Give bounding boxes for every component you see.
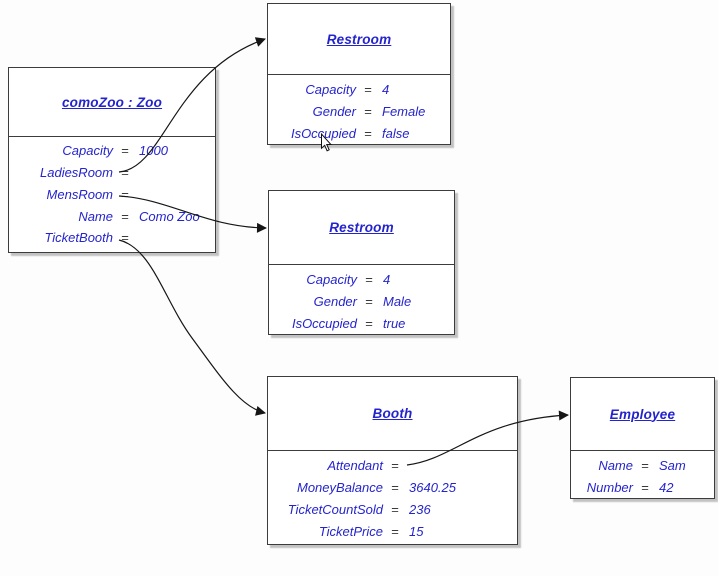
equals-sign: = [391, 479, 399, 495]
attributes-section: Attendant = MoneyBalance = 3640.25 Ticke… [268, 450, 517, 544]
attr-row-ticketcountsold: TicketCountSold = 236 [268, 498, 517, 520]
equals-sign: = [365, 271, 373, 287]
attr-row-capacity: Capacity = 4 [268, 78, 450, 100]
attr-name: LadiesRoom [40, 165, 113, 181]
attributes-section: Name = Sam Number = 42 [571, 450, 714, 498]
equals-sign: = [121, 208, 129, 224]
attr-row-capacity: Capacity = 4 [269, 268, 454, 290]
attr-value[interactable]: Female [382, 103, 426, 119]
attr-value[interactable]: false [382, 125, 410, 141]
attr-value[interactable]: 42 [659, 479, 674, 495]
attr-name: Gender [313, 293, 357, 309]
attr-name: Number [586, 479, 633, 495]
attr-row-ladiesroom: LadiesRoom = [9, 162, 215, 184]
attributes-section: Capacity = 1000 LadiesRoom = MensRoom = … [9, 136, 215, 252]
attr-name: TicketCountSold [287, 501, 383, 517]
attr-row-gender: Gender = Female [268, 100, 450, 122]
attr-name: Capacity [62, 143, 113, 159]
connection-ticketbooth-to-booth[interactable] [118, 239, 266, 416]
attr-row-gender: Gender = Male [269, 290, 454, 312]
attr-row-name: Name = Sam [571, 454, 714, 476]
equals-sign: = [641, 457, 649, 473]
attr-row-isoccupied: IsOccupied = true [269, 312, 454, 334]
object-title-restroom-female[interactable]: Restroom [326, 31, 392, 47]
attr-name: Name [598, 457, 633, 473]
equals-sign: = [364, 81, 372, 97]
object-box-booth[interactable]: Booth Attendant = MoneyBalance = 3640.25… [267, 376, 518, 545]
object-box-zoo[interactable]: comoZoo : Zoo Capacity = 1000 LadiesRoom… [8, 67, 216, 253]
attr-value[interactable]: 15 [409, 523, 424, 539]
attributes-section: Capacity = 4 Gender = Male IsOccupied = … [269, 264, 454, 334]
attr-name: TicketBooth [44, 230, 113, 246]
attr-row-ticketbooth: TicketBooth = [9, 227, 215, 249]
equals-sign: = [365, 315, 373, 331]
attr-value[interactable]: 236 [409, 501, 431, 517]
attr-row-name: Name = Como Zoo [9, 205, 215, 227]
object-title-booth[interactable]: Booth [372, 406, 413, 421]
attr-value[interactable]: true [383, 315, 406, 331]
equals-sign: = [391, 523, 399, 539]
object-box-restroom-male[interactable]: Restroom Capacity = 4 Gender = Male IsOc… [268, 190, 455, 335]
attr-value[interactable]: Male [383, 293, 412, 309]
attr-name: MensRoom [46, 186, 113, 202]
attr-value[interactable]: Como Zoo [139, 208, 200, 224]
equals-sign: = [364, 103, 372, 119]
attr-row-capacity: Capacity = 1000 [9, 140, 215, 162]
attr-name: Capacity [306, 271, 357, 287]
attr-name: Gender [312, 103, 356, 119]
attr-row-ticketprice: TicketPrice = 15 [268, 520, 517, 542]
equals-sign: = [641, 479, 649, 495]
attr-value[interactable]: 3640.25 [409, 479, 456, 495]
attr-name: IsOccupied [291, 315, 357, 331]
attr-row-moneybalance: MoneyBalance = 3640.25 [268, 476, 517, 498]
attr-row-number: Number = 42 [571, 476, 714, 498]
attr-row-mensroom: MensRoom = [9, 184, 215, 206]
attr-row-attendant: Attendant = [268, 454, 517, 476]
attr-name: Capacity [305, 81, 356, 97]
attr-value[interactable]: Sam [659, 457, 686, 473]
attr-value[interactable]: 1000 [139, 143, 168, 159]
object-title-zoo[interactable]: comoZoo : Zoo [61, 94, 163, 110]
object-box-employee[interactable]: Employee Name = Sam Number = 42 [570, 377, 715, 499]
equals-sign: = [391, 457, 399, 473]
equals-sign: = [365, 293, 373, 309]
attr-name: TicketPrice [318, 523, 383, 539]
object-title-restroom-male[interactable]: Restroom [329, 220, 394, 235]
attr-name: IsOccupied [290, 125, 356, 141]
equals-sign: = [121, 143, 129, 159]
object-title-employee[interactable]: Employee [609, 406, 676, 422]
equals-sign: = [121, 230, 129, 246]
attributes-section: Capacity = 4 Gender = Female IsOccupied … [268, 74, 450, 144]
object-box-restroom-female[interactable]: Restroom Capacity = 4 Gender = Female Is… [267, 3, 451, 145]
attr-value[interactable]: 4 [382, 81, 390, 97]
attr-name: MoneyBalance [297, 479, 383, 495]
equals-sign: = [121, 186, 129, 202]
equals-sign: = [391, 501, 399, 517]
attr-name: Attendant [327, 457, 383, 473]
equals-sign: = [121, 165, 129, 181]
attr-name: Name [78, 208, 113, 224]
attr-value[interactable]: 4 [383, 271, 391, 287]
attr-row-isoccupied: IsOccupied = false [268, 122, 450, 144]
equals-sign: = [364, 125, 372, 141]
